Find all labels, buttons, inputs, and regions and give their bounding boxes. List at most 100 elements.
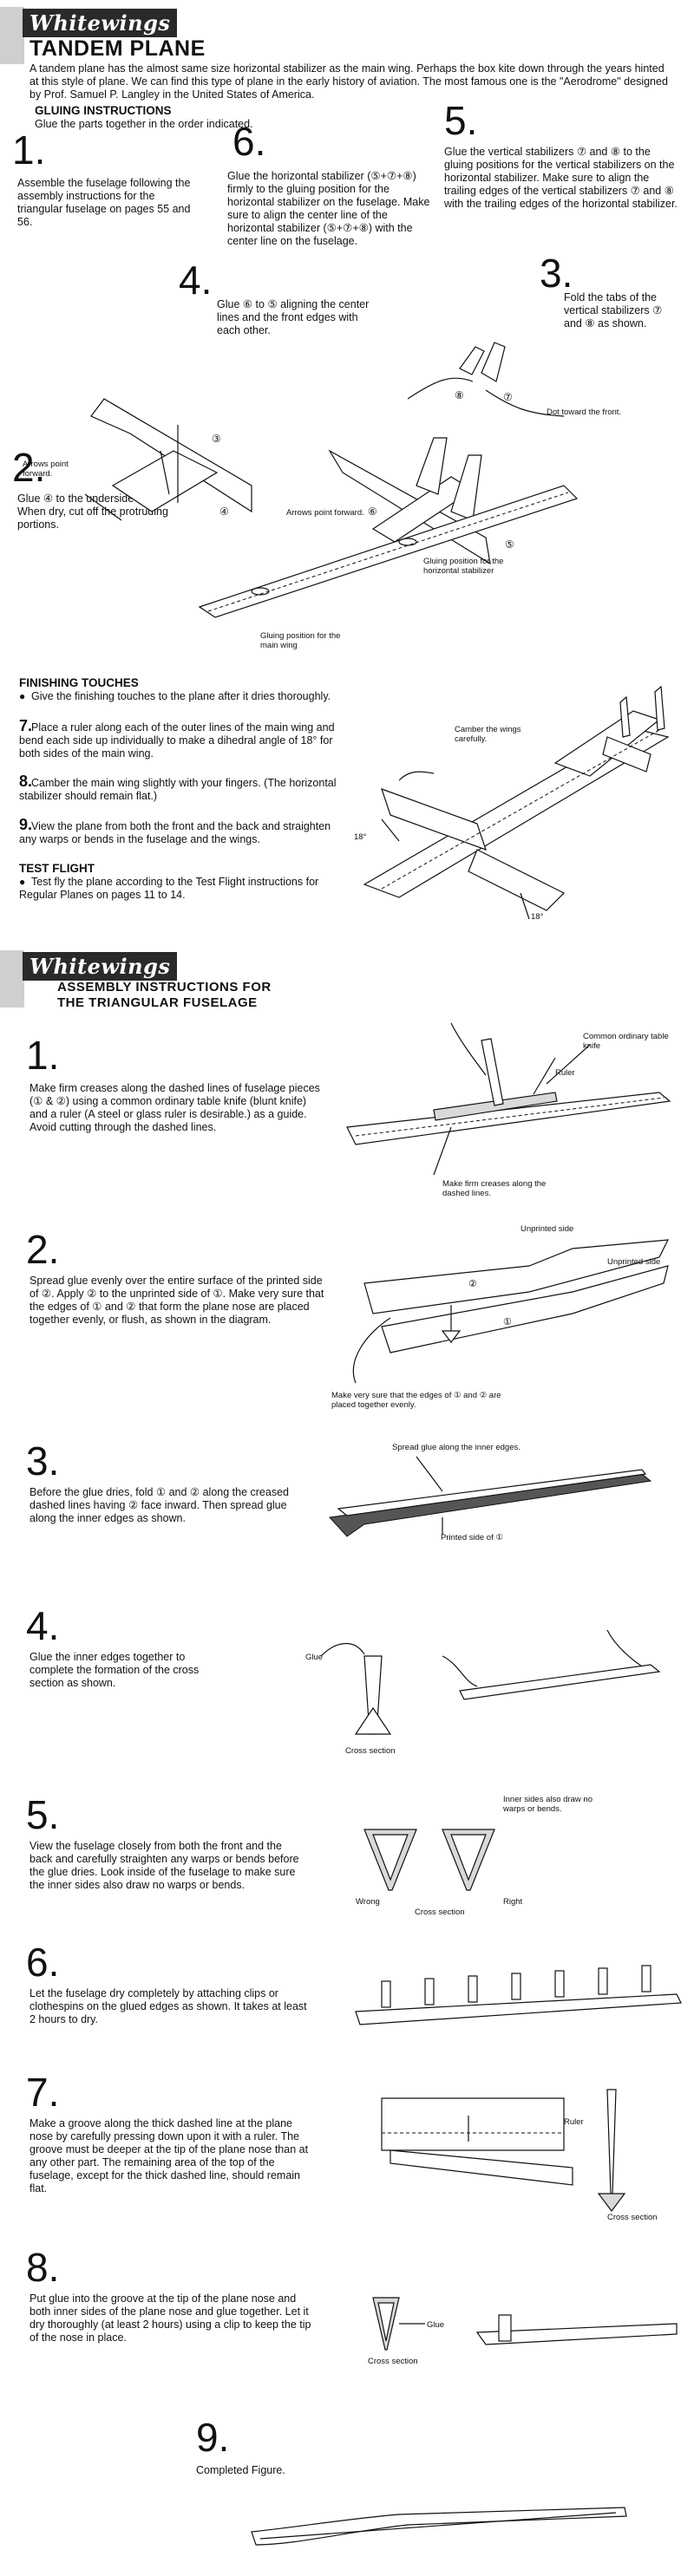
finishing-item: 8.Camber the main wing slightly with you…: [19, 773, 349, 803]
glue-pieces-diagram: ② ①: [352, 1239, 670, 1384]
step-5-text: Glue the vertical stabilizers ⑦ and ⑧ to…: [444, 146, 678, 210]
fuselage-step-6-text: Let the fuselage dry completely by attac…: [29, 1987, 307, 2025]
fuselage-step-7-number: 7.: [26, 2070, 60, 2115]
fuselage-step-8-number: 8.: [26, 2245, 60, 2290]
fuselage-step-8-text: Put glue into the groove at the tip of t…: [29, 2292, 311, 2344]
header-tab: [0, 7, 24, 64]
wrong-right-diagram: [363, 1829, 495, 1891]
step-6-text: Glue the horizontal stabilizer (⑤+⑦+⑧) f…: [227, 170, 430, 247]
edges-note: Make very sure that the edges of ① and ②…: [331, 1391, 501, 1410]
fuselage-step-3-text: Before the glue dries, fold ① and ② alon…: [29, 1486, 289, 1524]
printed-side-label: Printed side of ①: [441, 1533, 503, 1542]
wrong-label: Wrong: [356, 1897, 380, 1907]
cross-section-label-8: Cross section: [368, 2357, 418, 2366]
creases-label: Make firm creases along the dashed lines…: [442, 1179, 547, 1198]
vstab-part-7: [416, 437, 448, 495]
finishing-heading: FINISHING TOUCHES: [19, 676, 139, 689]
spread-glue-label: Spread glue along the inner edges.: [392, 1443, 520, 1452]
fuselage-step-1-number: 1.: [26, 1033, 60, 1078]
finishing-number: 7.: [19, 717, 33, 734]
fuselage-step-2-text: Spread glue evenly over the entire surfa…: [29, 1275, 324, 1326]
section-title-line1: ASSEMBLY INSTRUCTIONS FOR: [57, 980, 272, 995]
fuselage-step-6-number: 6.: [26, 1940, 60, 1985]
step-1-text: Assemble the fuselage following the asse…: [17, 177, 191, 228]
unprinted-side-b: Unprinted side: [607, 1257, 661, 1267]
step-3-number: 3.: [540, 251, 573, 296]
completed-fuselage: [251, 2507, 627, 2546]
fuselage-step-9-number: 9.: [196, 2415, 230, 2460]
part-3-tag: ③: [212, 433, 221, 445]
step-4-number: 4.: [179, 258, 213, 303]
part-5-tag: ⑤: [505, 538, 514, 551]
fuselage-step-5-text: View the fuselage closely from both the …: [29, 1840, 299, 1891]
vstab-fold-a: [481, 342, 506, 382]
fuselage-step-4-number: 4.: [26, 1603, 60, 1648]
finishing-item: 9.View the plane from both the front and…: [19, 816, 349, 846]
step-1-number: 1.: [12, 127, 46, 173]
finishing-bullet: ●: [19, 690, 26, 702]
finishing-text: View the plane from both the front and t…: [19, 820, 331, 845]
test-bullet: ●: [19, 876, 26, 888]
gluing-main-label: Gluing position for the main wing: [260, 631, 341, 650]
cross-section-label-5: Cross section: [415, 1908, 465, 1917]
intro-paragraph: A tandem plane has the almost same size …: [29, 62, 668, 101]
dihedral-angle-a: 18°: [354, 832, 367, 842]
finishing-number: 8.: [19, 773, 33, 790]
knife-label: Common ordinary table knife: [583, 1032, 669, 1051]
fold-glue-diagram: [328, 1456, 652, 1537]
header-tab: [0, 950, 24, 1008]
groove-diagram: [381, 2089, 626, 2212]
step-5-number: 5.: [444, 98, 478, 143]
inner-sides-label: Inner sides also draw no warps or bends.: [503, 1795, 593, 1814]
fuselage-step-1-text: Make firm creases along the dashed lines…: [29, 1082, 320, 1133]
fuselage-step-5-number: 5.: [26, 1792, 60, 1837]
test-flight-heading: TEST FLIGHT: [19, 862, 95, 875]
part-7-tag: ⑦: [503, 391, 513, 403]
part-8-tag: ⑧: [455, 389, 464, 401]
glue-label-4: Glue: [305, 1653, 324, 1662]
ruler-label-1: Ruler: [555, 1068, 575, 1078]
step-2-text: Glue ④ to the underside of ③. When dry, …: [17, 492, 168, 531]
brand-logo: Whitewings: [23, 9, 178, 37]
camber-label: Camber the wings carefully.: [455, 725, 521, 744]
page-title: TANDEM PLANE: [29, 36, 206, 61]
section-title-line2: THE TRIANGULAR FUSELAGE: [57, 995, 258, 1010]
step-2-number: 2.: [12, 445, 46, 490]
fuselage-step-3-number: 3.: [26, 1438, 60, 1484]
step-3-text: Fold the tabs of the vertical stabilizer…: [564, 291, 663, 329]
finishing-item: ● Give the finishing touches to the plane…: [19, 690, 349, 703]
right-label: Right: [503, 1897, 523, 1907]
glue-label-8: Glue: [427, 2320, 445, 2330]
finishing-text: Camber the main wing slightly with your …: [19, 777, 337, 802]
vstab-fold-b: [459, 346, 485, 375]
step-4-text: Glue ⑥ to ⑤ aligning the center lines an…: [217, 298, 370, 336]
gluing-horizontal-label: Gluing position for the horizontal stabi…: [423, 557, 504, 576]
fuselage-step-9-text: Completed Figure.: [196, 2464, 285, 2476]
knife-ruler-diagram: [346, 1022, 671, 1176]
arrows-forward-mid: Arrows point forward.: [286, 508, 364, 518]
cross-section-label-7: Cross section: [607, 2213, 658, 2222]
ruler-label-7: Ruler: [564, 2117, 584, 2127]
fuselage-step-4-text: Glue the inner edges together to complet…: [29, 1651, 200, 1689]
cross-section-diagram: [320, 1629, 661, 1735]
test-flight-item: ●Test fly the plane according to the Tes…: [19, 876, 349, 902]
nose-clip-diagram: [372, 2297, 678, 2351]
finishing-text: Place a ruler along each of the outer li…: [19, 721, 335, 760]
arrows-forward-left: Arrows point forward.: [23, 460, 69, 479]
completed-tandem-plane: [363, 685, 670, 920]
fuselage-step-2-number: 2.: [26, 1227, 60, 1272]
unprinted-side-a: Unprinted side: [520, 1224, 574, 1234]
finishing-number: 9.: [19, 816, 33, 833]
brand-logo: Whitewings: [23, 952, 178, 981]
clips-diagram: [355, 1965, 682, 2025]
part-6-tag: ⑥: [368, 505, 377, 518]
vstab-part-8: [450, 454, 482, 521]
piece-1-tag: ①: [503, 1317, 512, 1327]
part-4-tag: ④: [219, 505, 229, 518]
finishing-text: Give the finishing touches to the plane …: [31, 690, 331, 702]
gluing-heading: GLUING INSTRUCTIONS: [35, 104, 172, 117]
fuselage-step-7-text: Make a groove along the thick dashed lin…: [29, 2117, 309, 2194]
dihedral-angle-b: 18°: [531, 912, 544, 922]
gluing-subtext: Glue the parts together in the order ind…: [35, 118, 253, 130]
cross-section-label-4: Cross section: [345, 1746, 396, 1756]
